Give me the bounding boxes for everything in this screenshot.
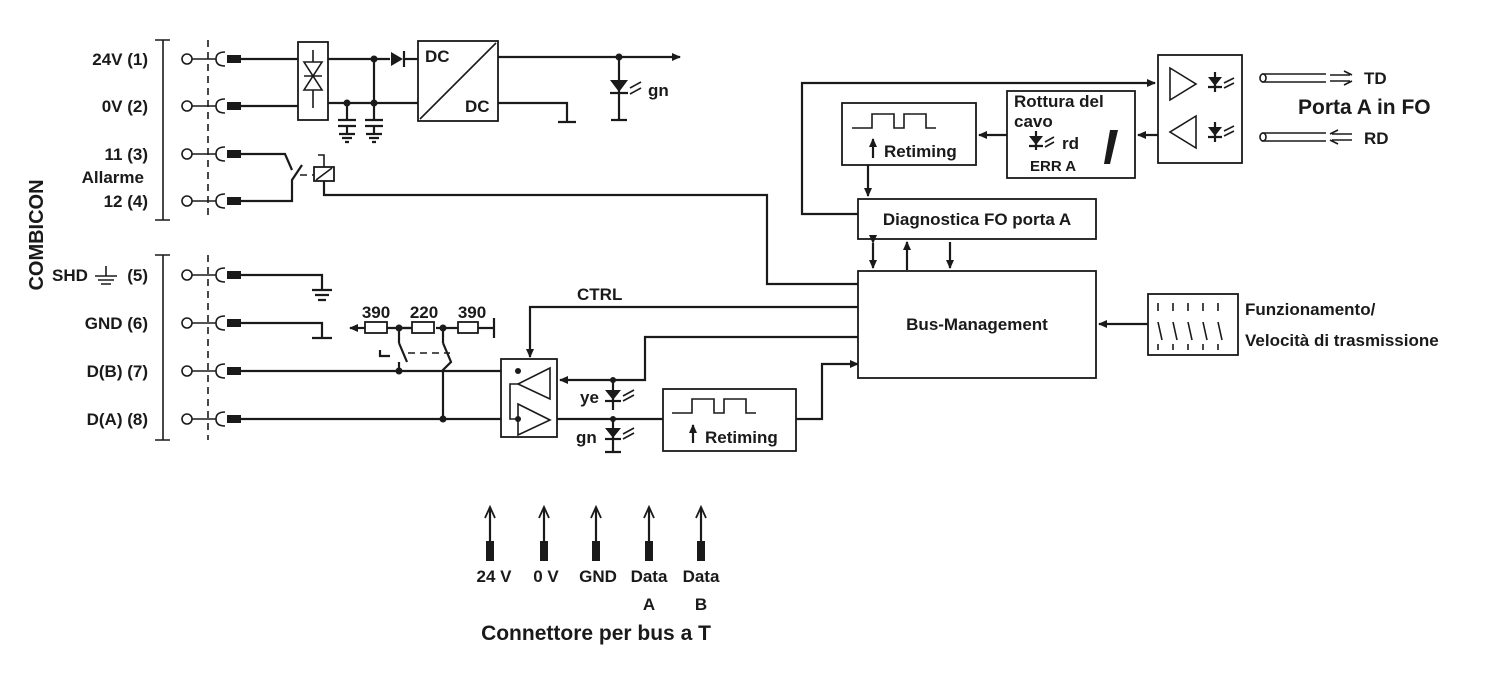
- cable-break-box: [1006, 90, 1136, 179]
- terminal-6-label: GND (6): [85, 314, 148, 333]
- terminal-4-connector: [181, 193, 241, 209]
- tbus-pin-4: [645, 507, 653, 561]
- rx-line: [559, 335, 858, 384]
- power-led-icon: [610, 80, 642, 95]
- terminal-2-label: 0V (2): [102, 97, 148, 116]
- led-rd-icon: [1029, 131, 1055, 150]
- led-ye-label: ye: [580, 388, 599, 407]
- tbus-pin-5-label: Data: [683, 567, 720, 586]
- terminal-bracket-upper: [155, 39, 209, 221]
- led-gn-label: gn: [576, 428, 597, 447]
- terminal-4-label: 12 (4): [104, 192, 148, 211]
- resistor-3-value: 390: [458, 303, 486, 322]
- combicon-label: COMBICON: [26, 179, 48, 290]
- termination-network: [349, 318, 496, 423]
- switches-line2: Velocità di trasmissione: [1245, 331, 1439, 350]
- terminal-1-connector: [181, 51, 241, 67]
- fiber-td: [1259, 70, 1353, 86]
- terminal-5-number: (5): [127, 266, 148, 285]
- tbus-title: Connettore per bus a T: [481, 622, 711, 645]
- capacitor-1: [338, 103, 356, 144]
- terminal-2-connector: [181, 98, 241, 114]
- cable-break-line2: cavo: [1014, 112, 1053, 131]
- diagnostics-box: [857, 198, 1097, 240]
- shield-ground-icon: [95, 266, 117, 285]
- terminal-6-connector: [181, 315, 241, 331]
- ctrl-label: CTRL: [577, 285, 622, 304]
- terminal-7-connector: [181, 363, 241, 379]
- cable-break-rd: rd: [1062, 134, 1079, 153]
- diagnostics-label: Diagnostica FO porta A: [883, 210, 1071, 229]
- bus-management-label: Bus-Management: [906, 315, 1048, 334]
- terminal-connectors: [181, 51, 241, 427]
- tbus-pin-3-label: GND: [579, 567, 617, 586]
- fo-port-title: Porta A in FO: [1298, 96, 1431, 119]
- fo-rx-diode-icon: [1208, 122, 1235, 142]
- retiming-upper-label: Retiming: [884, 142, 957, 161]
- tbus-pin-2: [540, 507, 548, 561]
- fo-feedback-line: [800, 79, 1156, 216]
- tbus-pin-4-label: Data: [631, 567, 668, 586]
- retiming-lower: Retiming: [662, 388, 797, 452]
- led-ye-icon: [605, 377, 635, 410]
- terminal-3-connector: [181, 146, 241, 162]
- fiber-rd: [1259, 129, 1352, 145]
- terminal-7-label: D(B) (7): [87, 362, 148, 381]
- cable-break-err: ERR A: [1030, 158, 1076, 175]
- bus-management-box: [857, 270, 1097, 379]
- cable-break-line1: Rottura del: [1014, 92, 1104, 111]
- retiming-lower-label: Retiming: [705, 428, 778, 447]
- terminal-5-label: SHD: [52, 266, 88, 285]
- resistor-1-value: 390: [362, 303, 390, 322]
- alarm-label: Allarme: [82, 168, 144, 187]
- capacitor-2: [365, 59, 383, 144]
- rs485-transceiver: [241, 358, 558, 438]
- led-gn-icon: [605, 416, 635, 454]
- tbus-pin-1-label: 24 V: [477, 567, 513, 586]
- terminal-1-label: 24V (1): [92, 50, 148, 69]
- retiming-upper: Retiming: [841, 102, 977, 166]
- tbus-pin-2-label: 0 V: [533, 567, 559, 586]
- fo-transceiver: [1157, 54, 1243, 164]
- fo-tx-led-icon: [1208, 72, 1235, 92]
- terminal-bracket-lower: [155, 254, 209, 441]
- ctrl-line: [526, 305, 858, 358]
- resistor-2-value: 220: [410, 303, 438, 322]
- fo-rd-label: RD: [1364, 129, 1389, 148]
- tbus-pins: [486, 507, 705, 561]
- tbus-pin-5-label-2: B: [695, 595, 707, 614]
- retiming-lower-to-bus: [796, 360, 859, 421]
- tbus-pin-5: [697, 507, 705, 561]
- terminal-3-label: 11 (3): [105, 145, 148, 164]
- dip-switches: [1147, 293, 1239, 356]
- tbus-pin-1: [486, 507, 494, 561]
- gnd-line: [241, 321, 332, 340]
- tbus-pin-4-label-2: A: [643, 595, 655, 614]
- terminal-8-connector: [181, 411, 241, 427]
- dc-bottom-label: DC: [465, 97, 490, 116]
- switches-line1: Funzionamento/: [1245, 300, 1376, 319]
- diode-icon: [391, 51, 406, 67]
- diag-bus-arrows: [869, 235, 954, 270]
- terminal-8-label: D(A) (8): [87, 410, 148, 429]
- power-led-label: gn: [648, 81, 669, 100]
- power-supply: DC DC gn: [241, 40, 681, 144]
- shield-ground-line: [241, 273, 332, 302]
- dc-top-label: DC: [425, 47, 450, 66]
- tbus-pin-3: [592, 507, 600, 561]
- alarm-relay: [241, 152, 858, 286]
- terminal-5-connector: [181, 267, 241, 283]
- fo-td-label: TD: [1364, 69, 1387, 88]
